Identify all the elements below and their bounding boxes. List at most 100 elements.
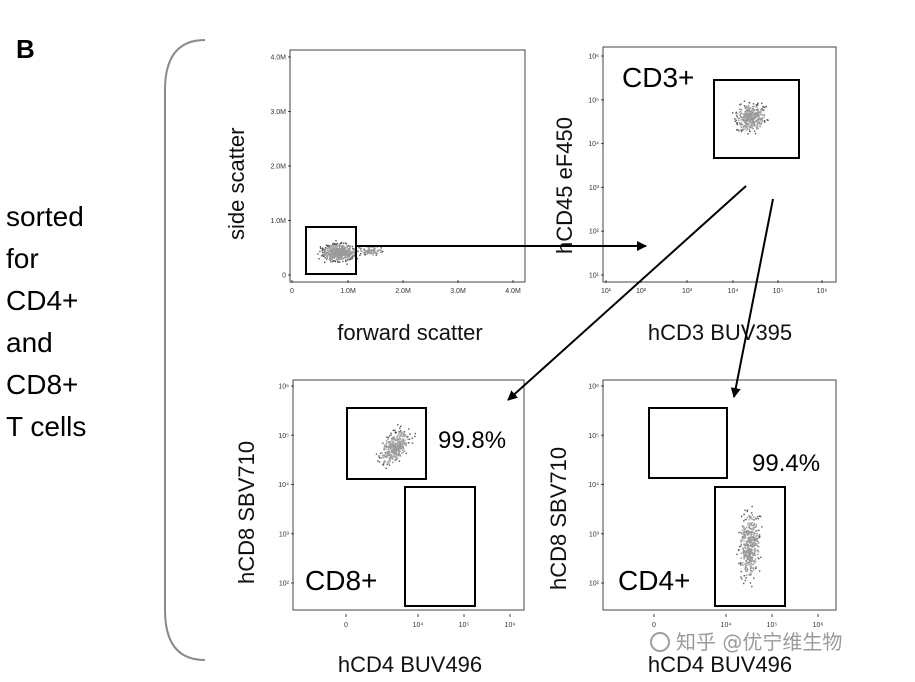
y-tick-label: 1.0M — [270, 218, 286, 225]
event-dot — [386, 442, 388, 444]
event-dot — [368, 247, 371, 249]
event-dot — [758, 515, 761, 517]
event-dot — [745, 123, 747, 125]
event-dot — [339, 254, 341, 256]
event-dot — [322, 254, 324, 256]
event-dot — [748, 525, 751, 527]
event-dot — [753, 125, 755, 127]
event-dot — [389, 458, 391, 460]
event-dot — [743, 556, 745, 559]
event-dot — [756, 537, 758, 540]
event-dot — [363, 248, 365, 250]
x-tick-label: 10⁶ — [505, 622, 516, 629]
event-dot — [743, 553, 745, 555]
event-dot — [347, 245, 350, 247]
event-dot — [343, 253, 345, 256]
event-dot — [749, 572, 752, 574]
event-dot — [335, 248, 337, 250]
event-dot — [740, 562, 742, 564]
event-dot — [753, 577, 755, 579]
y-tick-label: 10³ — [279, 531, 290, 538]
event-dot — [358, 247, 360, 249]
event-dot — [744, 563, 746, 565]
event-dot — [360, 250, 362, 252]
event-dot — [384, 461, 387, 463]
event-dot — [407, 435, 409, 438]
event-dot — [356, 258, 359, 260]
y-axis-title: hCD8 SBV710 — [234, 441, 259, 584]
event-dot — [753, 540, 756, 542]
event-dot — [744, 535, 746, 538]
event-dot — [341, 248, 344, 250]
y-tick-label: 2.0M — [270, 164, 286, 171]
x-tick-label: 4.0M — [505, 288, 521, 295]
event-dot — [332, 260, 334, 263]
event-dot — [387, 454, 389, 457]
event-dot — [347, 255, 350, 257]
event-dot — [364, 252, 366, 254]
event-dot — [346, 263, 348, 265]
event-dot — [377, 460, 379, 462]
event-dot — [750, 540, 753, 542]
event-dot — [757, 537, 759, 539]
event-dot — [751, 545, 753, 547]
event-dot — [405, 442, 408, 444]
event-dot — [388, 441, 390, 443]
event-dot — [374, 252, 376, 254]
event-dot — [414, 432, 417, 435]
event-dot — [397, 444, 399, 447]
event-dot — [325, 246, 327, 249]
event-dot — [753, 536, 756, 539]
event-dot — [746, 558, 748, 561]
event-dot — [746, 127, 749, 129]
event-dot — [747, 547, 749, 549]
event-dot — [763, 114, 766, 116]
event-dot — [742, 564, 744, 566]
event-dot — [740, 113, 742, 115]
event-dot — [389, 445, 391, 447]
event-dot — [751, 532, 753, 534]
event-dot — [752, 554, 755, 557]
event-dot — [746, 531, 749, 533]
event-dot — [396, 439, 398, 441]
event-dot — [403, 431, 406, 433]
event-dot — [752, 539, 755, 541]
event-dot — [740, 119, 742, 121]
event-dot — [748, 107, 751, 109]
side-label-line: T cells — [6, 411, 87, 442]
event-dot — [753, 112, 755, 115]
event-dot — [736, 116, 738, 118]
gating-arrows — [356, 185, 774, 401]
event-dot — [390, 434, 392, 436]
event-dot — [748, 122, 750, 124]
event-dot — [746, 545, 749, 547]
event-dot — [336, 244, 338, 246]
event-dot — [746, 542, 748, 544]
event-dot — [748, 538, 751, 541]
event-dot — [754, 558, 757, 560]
cd8-gate — [648, 407, 728, 479]
event-dot — [745, 124, 748, 126]
event-dot — [749, 112, 752, 114]
x-tick-label: 10² — [636, 288, 647, 295]
event-dot — [758, 121, 760, 123]
event-dot — [337, 249, 339, 251]
event-dot — [758, 116, 760, 119]
event-dot — [747, 544, 749, 546]
event-dot — [366, 252, 368, 255]
event-dot — [383, 448, 385, 450]
event-dot — [751, 111, 753, 113]
event-dot — [399, 450, 401, 452]
event-dot — [751, 542, 753, 544]
event-dot — [749, 523, 751, 525]
event-dot — [757, 122, 759, 124]
event-dot — [751, 560, 753, 563]
event-dot — [761, 108, 763, 110]
x-tick-label: 10³ — [682, 288, 693, 295]
event-dot — [750, 558, 752, 560]
event-dot — [746, 533, 748, 535]
event-dot — [381, 452, 383, 454]
event-dot — [740, 570, 742, 573]
event-dot — [398, 433, 400, 435]
event-dot — [748, 119, 751, 121]
